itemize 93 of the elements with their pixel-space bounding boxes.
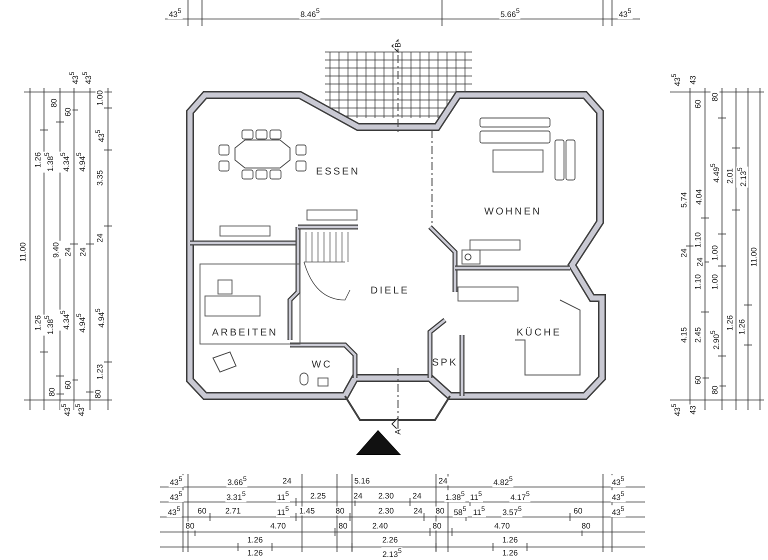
- dimension-label: 2.30: [377, 506, 395, 516]
- dimension-label: 1.26: [501, 548, 519, 558]
- dimension-label: 43: [688, 74, 698, 86]
- dimension-label: 11$^{5}$: [276, 505, 290, 517]
- dimension-label: 80: [432, 522, 442, 530]
- dimension-label: 2.25: [309, 492, 327, 500]
- dimension-label: 11.00: [18, 241, 28, 263]
- dimension-label: 1.26: [246, 548, 264, 558]
- dimension-label: 43$^{5}$: [168, 475, 184, 487]
- dimension-label: 24: [412, 506, 424, 516]
- dimension-label: 3.66$^{5}$: [226, 475, 248, 487]
- dimension-label: 60: [694, 98, 702, 110]
- dimension-label: 4.82$^{5}$: [492, 475, 514, 487]
- dimension-label: 43$^{5}$: [168, 490, 184, 502]
- dimension-label: 24: [412, 492, 422, 500]
- dimension-label: 2.30: [377, 492, 395, 500]
- dimension-label: 43$^{5}$: [610, 505, 626, 517]
- dimension-label: 80: [94, 388, 102, 400]
- dimension-label: 60: [196, 506, 208, 516]
- section-label: B: [394, 41, 402, 49]
- room-label: WC: [310, 360, 334, 370]
- dimension-label: 1.00: [96, 89, 104, 107]
- dimension-label: 24: [64, 246, 72, 258]
- dimension-label: 24: [352, 492, 364, 500]
- dimension-label: 4.17$^{5}$: [509, 490, 531, 502]
- dimension-label: 4.04: [694, 188, 704, 206]
- dimension-label: 1.23: [96, 363, 104, 381]
- dimension-label: 43$^{5}$: [168, 7, 182, 19]
- section-label: A: [394, 428, 402, 436]
- dimension-label: 1.00: [710, 273, 720, 291]
- dimension-label: 60: [64, 106, 72, 118]
- dimension-label: 1.26: [726, 314, 734, 332]
- dimension-label: 80: [50, 98, 58, 108]
- dimension-label: 2.01: [726, 167, 734, 185]
- room-label: WOHNEN: [483, 208, 543, 216]
- dimension-label: 24: [680, 248, 688, 258]
- dimension-label: 11.00: [750, 246, 758, 268]
- room-label: ESSEN: [315, 168, 361, 176]
- dimension-label: 3.31$^{5}$: [225, 490, 247, 502]
- room-label: SPK: [431, 358, 459, 368]
- dimension-label: 80: [710, 384, 720, 396]
- room-label: KÜCHE: [516, 328, 562, 338]
- dimension-label: 80: [710, 92, 720, 102]
- dimension-label: 1.26: [738, 318, 746, 336]
- dimension-label: 43$^{5}$: [166, 505, 182, 517]
- dimension-label: 43$^{5}$: [610, 475, 626, 487]
- dimension-label: 60: [64, 380, 72, 390]
- dimension-label: 2.71: [224, 506, 242, 516]
- dimension-label: 80: [580, 522, 592, 530]
- dimension-label: 1.10: [694, 231, 702, 249]
- dimension-label: 80: [184, 522, 196, 530]
- dimension-label: 80: [48, 386, 56, 398]
- dimension-label: 24: [438, 476, 448, 486]
- dimension-label: 80: [334, 506, 346, 516]
- dimension-label: 60: [572, 506, 584, 516]
- dimension-label: 11$^{5}$: [469, 490, 483, 502]
- dimension-label: 3.35: [96, 169, 104, 187]
- dimension-label: 3.57$^{5}$: [501, 505, 523, 517]
- dimension-label: 43: [688, 404, 698, 416]
- dimension-label: 2.40: [371, 522, 389, 530]
- dimension-label: 1.00: [710, 244, 720, 262]
- dimension-label: 4.70: [269, 522, 287, 530]
- room-label: ARBEITEN: [211, 328, 279, 338]
- dimension-label: 43$^{5}$: [618, 7, 632, 19]
- dimension-label: 2.26: [381, 536, 399, 544]
- dimension-label: 1.26: [34, 314, 42, 332]
- dimension-label: 11$^{5}$: [276, 490, 290, 502]
- dimension-label: 58$^{5}$: [452, 505, 468, 517]
- dimension-label: 9.40: [52, 241, 60, 259]
- dimension-label: 24: [696, 256, 704, 268]
- dimension-label: 1.38$^{5}$: [444, 490, 466, 502]
- dimension-label: 5.66$^{5}$: [499, 7, 521, 19]
- dimension-label: 1.10: [694, 273, 702, 291]
- dimension-label: 5.16: [353, 476, 371, 486]
- dimension-label: 4.70: [493, 522, 511, 530]
- dimension-label: 4.15: [680, 326, 688, 344]
- dimension-label: 1.26: [246, 536, 264, 544]
- dimension-label: 5.74: [680, 191, 688, 209]
- dimension-label: 24: [78, 246, 88, 258]
- dimension-label: 1.45: [298, 506, 316, 516]
- dimension-label: 8.46$^{5}$: [299, 7, 321, 19]
- dimension-label: 24: [282, 476, 292, 486]
- dimension-label: 24: [96, 232, 104, 244]
- dimension-label: 80: [434, 506, 446, 516]
- dimension-label: 2.13$^{5}$: [381, 547, 403, 559]
- dimension-label: 1.26: [501, 536, 519, 544]
- dimension-label: 11$^{5}$: [472, 505, 486, 517]
- dimension-label: 60: [694, 374, 702, 386]
- dimension-label: 2.45: [694, 326, 702, 344]
- dimension-label: 43$^{5}$: [610, 490, 626, 502]
- dimension-label: 80: [338, 522, 348, 530]
- dimension-label: 1.26: [34, 151, 42, 169]
- room-label: DIELE: [370, 286, 410, 296]
